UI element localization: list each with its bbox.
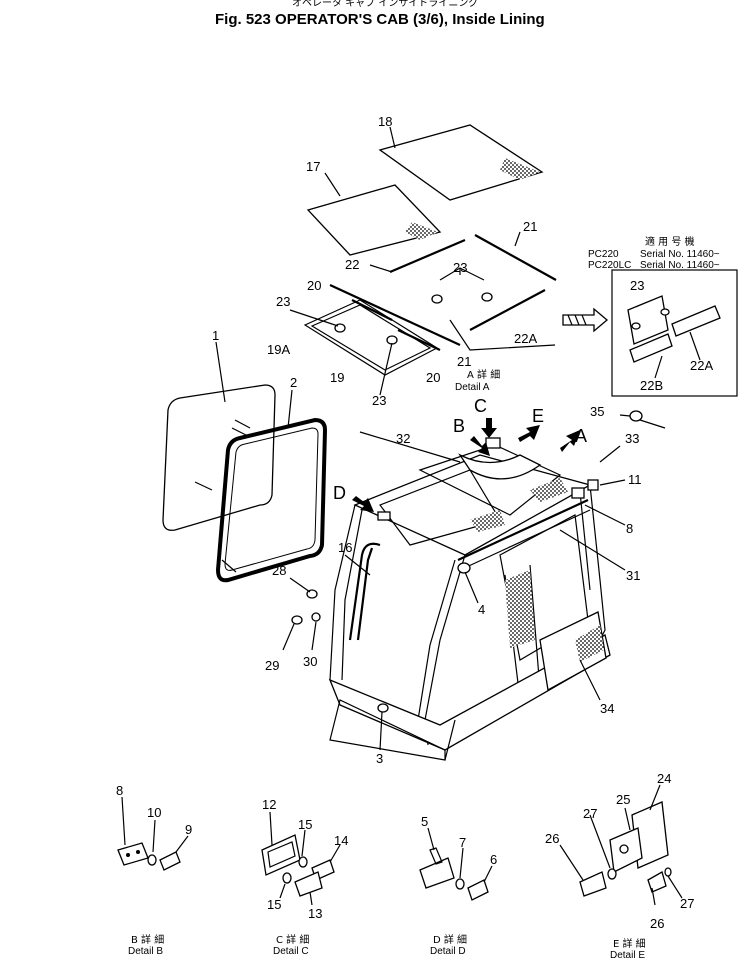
serial-model-1: PC220 [588, 249, 619, 260]
label-32: 32 [396, 431, 410, 446]
detail-c-caption: Detail C [273, 946, 309, 957]
serial-jp-label: 適 用 号 機 [645, 235, 695, 248]
label-35: 35 [590, 404, 604, 419]
cab-frame [328, 444, 611, 761]
label-17: 17 [306, 159, 320, 174]
roof-panel-17 [306, 184, 442, 256]
view-arrows [352, 418, 580, 512]
roof-panel-18 [378, 124, 544, 201]
label-33: 33 [625, 431, 639, 446]
serial-number-2: Serial No. 11460~ [640, 260, 720, 271]
label-12: 12 [262, 797, 276, 812]
leader-lines [282, 414, 666, 751]
label-23d: 23 [630, 278, 644, 293]
detail-e-caption: Detail E [610, 950, 645, 959]
label-20a: 20 [307, 278, 321, 293]
label-22a2: 22A [690, 358, 713, 373]
label-15b: 15 [267, 897, 281, 912]
label-23c: 23 [372, 393, 386, 408]
label-18: 18 [378, 114, 392, 129]
view-letter-e: E [532, 406, 544, 426]
label-8b: 8 [116, 783, 123, 798]
label-24: 24 [657, 771, 671, 786]
detail-a-jp: A 詳 細 [467, 368, 500, 381]
title-japanese: オペレータ キャブ インサイドライニング [292, 0, 478, 9]
serial-number-1: Serial No. 11460~ [640, 249, 720, 260]
label-26b: 26 [650, 916, 664, 931]
label-6: 6 [490, 852, 497, 867]
label-11: 11 [628, 472, 642, 487]
label-7: 7 [459, 835, 466, 850]
view-letter-b: B [453, 416, 465, 436]
trim-strip-21 [474, 231, 557, 281]
detail-b-parts [117, 796, 189, 871]
label-22: 22 [345, 257, 359, 272]
label-27b: 27 [680, 896, 694, 911]
label-29: 29 [265, 658, 279, 673]
label-2: 2 [290, 375, 297, 390]
label-23b: 23 [276, 294, 290, 309]
label-19: 19 [330, 370, 344, 385]
window-seal-2 [215, 417, 328, 583]
label-16: 16 [338, 540, 352, 555]
serial-model-2: PC220LC [588, 260, 631, 271]
label-14: 14 [334, 833, 348, 848]
label-15a: 15 [298, 817, 312, 832]
view-letter-c: C [474, 396, 487, 416]
label-8: 8 [626, 521, 633, 536]
lining-frame-19 [303, 299, 439, 376]
view-letter-a: A [575, 426, 587, 446]
detail-e-jp: E 詳 細 [613, 937, 646, 950]
trim-strip-22 [369, 238, 466, 274]
detail-a-caption: Detail A [455, 382, 490, 393]
label-25: 25 [616, 792, 630, 807]
label-21b: 21 [457, 354, 471, 369]
window-glass-1 [162, 384, 276, 531]
label-13: 13 [308, 906, 322, 921]
label-1: 1 [212, 328, 219, 343]
strip-22a [469, 289, 546, 331]
view-letter-d: D [333, 483, 346, 503]
label-4: 4 [478, 602, 485, 617]
label-9: 9 [185, 822, 192, 837]
screw-23 [334, 292, 493, 345]
fastener-set [291, 410, 643, 713]
label-28: 28 [272, 563, 286, 578]
label-3: 3 [376, 751, 383, 766]
detail-c-parts [261, 811, 341, 906]
label-5: 5 [421, 814, 428, 829]
label-22a: 22A [514, 331, 537, 346]
label-31: 31 [626, 568, 640, 583]
serial-detail-box [611, 269, 738, 397]
figure-title: Fig. 523 OPERATOR'S CAB (3/6), Inside Li… [215, 11, 545, 28]
detail-b-jp: B 詳 細 [131, 933, 164, 946]
label-10: 10 [147, 805, 161, 820]
label-34: 34 [600, 701, 614, 716]
detail-b-caption: Detail B [128, 946, 163, 957]
label-27a: 27 [583, 806, 597, 821]
label-30: 30 [303, 654, 317, 669]
label-19a: 19A [267, 342, 290, 357]
detail-c-jp: C 詳 細 [276, 933, 309, 946]
detail-d-parts [419, 827, 493, 901]
detail-e-parts [559, 784, 683, 906]
detail-d-jp: D 詳 細 [433, 933, 467, 946]
label-21a: 21 [523, 219, 537, 234]
label-22b: 22B [640, 378, 663, 393]
detail-d-caption: Detail D [430, 946, 466, 957]
label-23a: 23 [453, 260, 467, 275]
label-20b: 20 [426, 370, 440, 385]
label-26a: 26 [545, 831, 559, 846]
arrow-to-detail [562, 307, 609, 333]
